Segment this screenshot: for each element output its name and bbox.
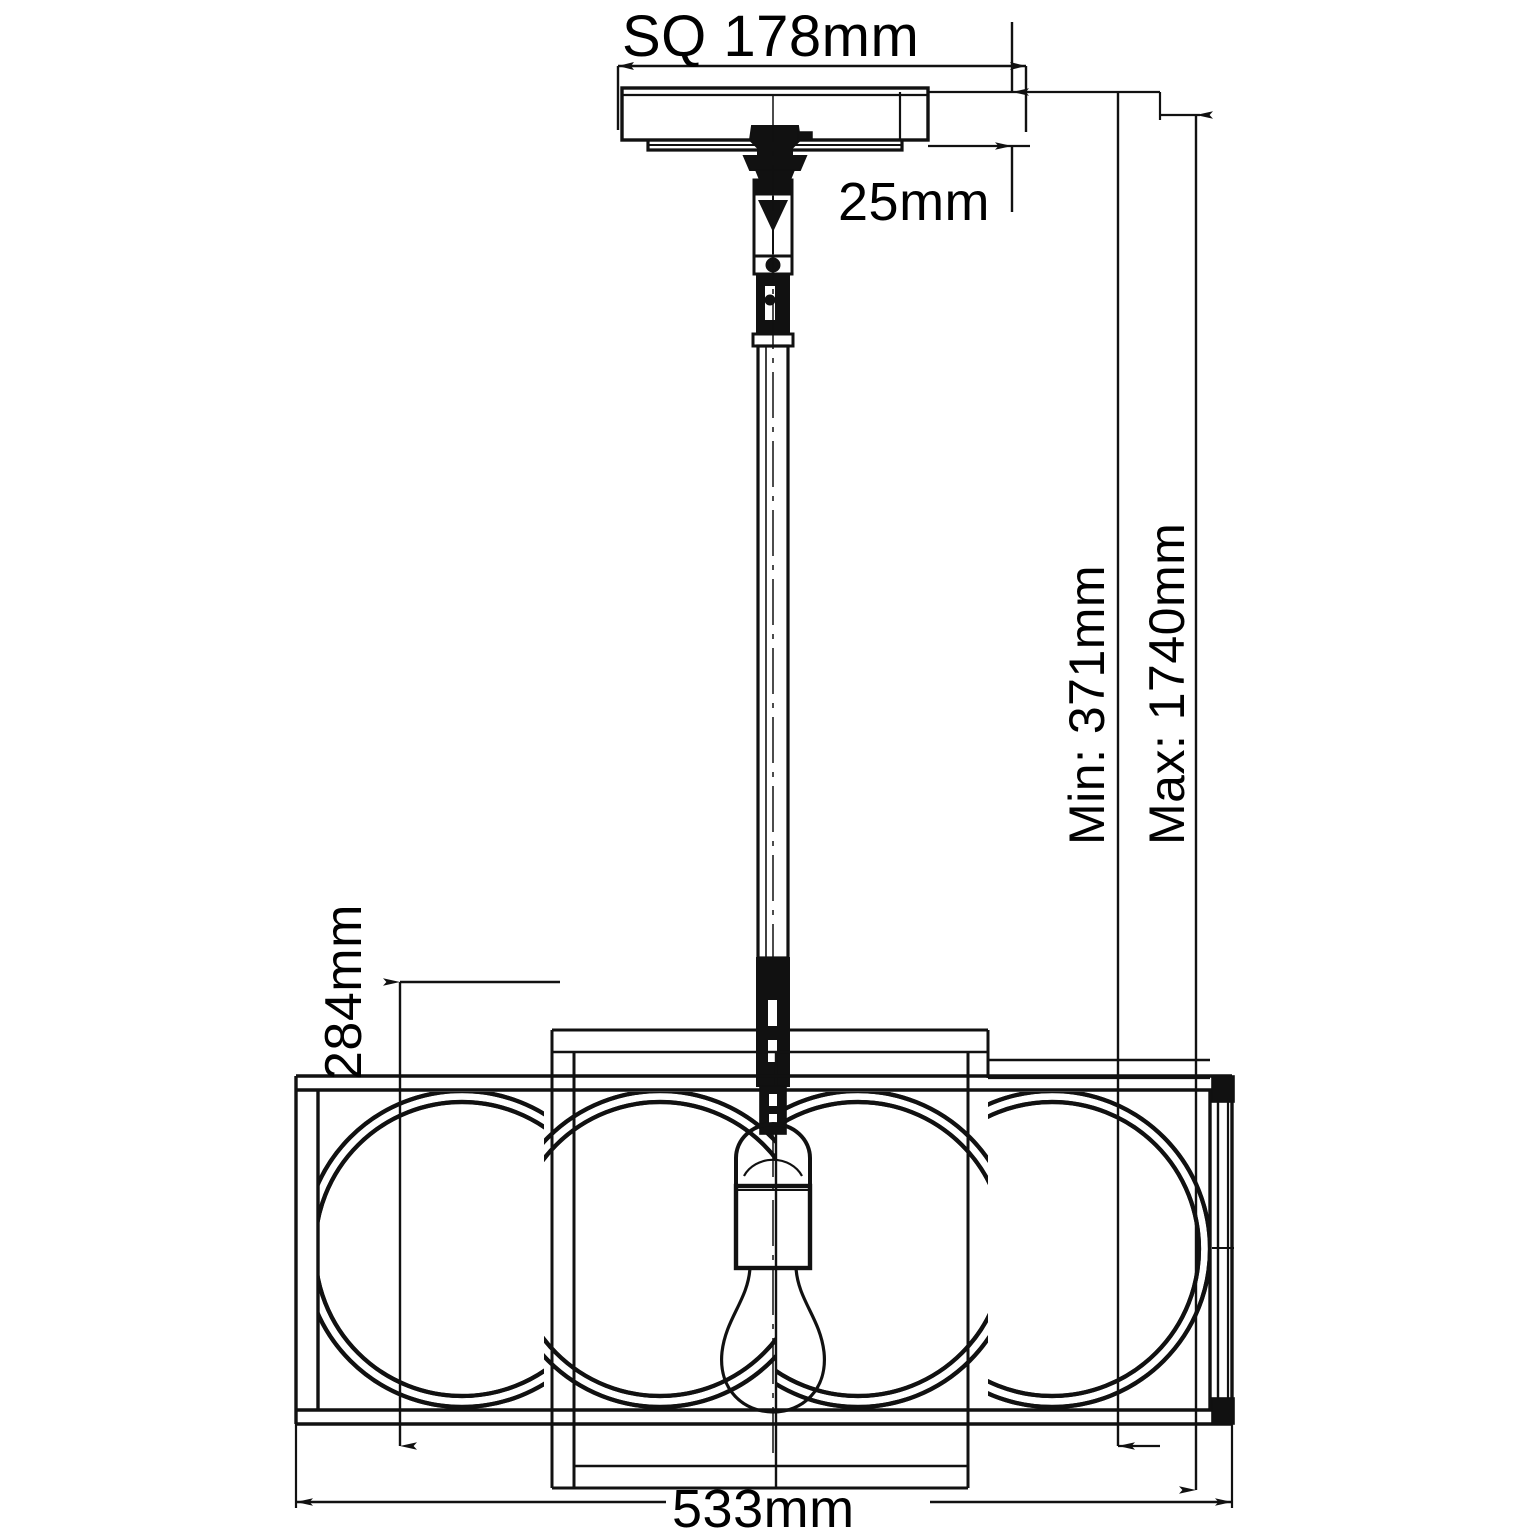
dimension-label-min-height: Min: 371mm xyxy=(1059,564,1115,845)
dimension-label-canopy-thickness: 25mm xyxy=(838,172,991,232)
dimension-label-canopy-width: SQ 178mm xyxy=(622,4,920,69)
rod-lower-fitting xyxy=(756,957,790,1087)
quatrefoil-circle-pattern xyxy=(988,1092,1210,1410)
lantern-frame xyxy=(294,1074,1235,1426)
swivel-joint xyxy=(742,125,813,181)
light-bulb xyxy=(720,1266,826,1414)
dimension-canopy-width xyxy=(616,62,1028,132)
dimension-overall-width xyxy=(294,1424,1234,1508)
inner-housing xyxy=(550,1028,1210,1490)
dimension-label-overall-width: 533mm xyxy=(672,1479,855,1539)
dimension-min-height xyxy=(1116,92,1160,1450)
downrod-stem xyxy=(751,96,795,1460)
dimension-max-height xyxy=(1158,92,1213,1494)
quatrefoil-circle-pattern xyxy=(318,1092,544,1410)
dimension-label-max-height: Max: 1740mm xyxy=(1139,522,1195,845)
quatrefoil-circle-pattern xyxy=(776,1092,988,1410)
quatrefoil-circle-pattern xyxy=(544,1092,776,1410)
lamp-socket xyxy=(733,1085,813,1271)
dimension-shade-height xyxy=(383,978,560,1450)
dimension-label-shade-height: 284mm xyxy=(315,904,373,1080)
dimension-canopy-thickness xyxy=(928,22,1160,212)
